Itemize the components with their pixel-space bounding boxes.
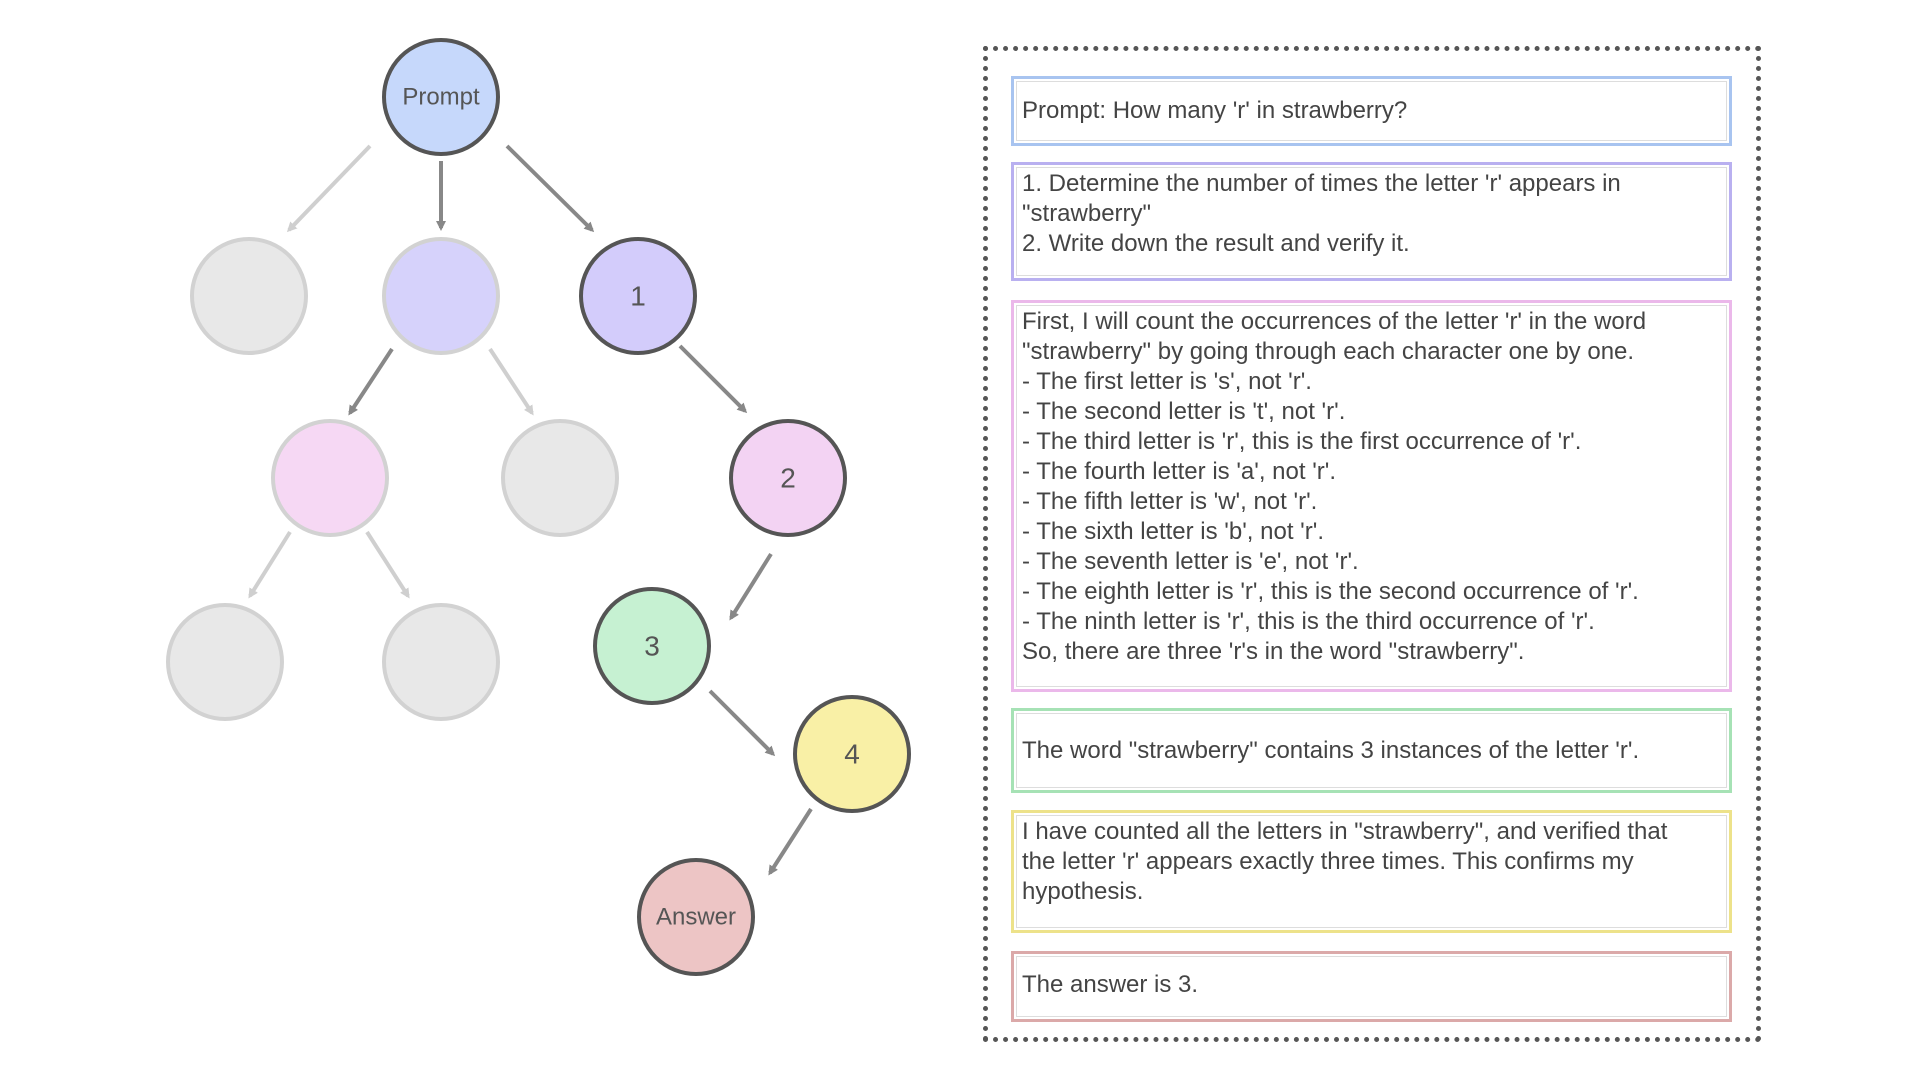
edge-step1-to-step2 bbox=[678, 344, 748, 414]
plan-box: 1. Determine the number of times the let… bbox=[1011, 162, 1732, 281]
prompt-circle bbox=[382, 38, 500, 156]
step-1-circle bbox=[579, 237, 697, 355]
node-step-3: 3 bbox=[593, 587, 711, 705]
result-text: The word "strawberry" contains 3 instanc… bbox=[1022, 737, 1640, 764]
verification-box: I have counted all the letters in "straw… bbox=[1011, 810, 1732, 933]
edge-pink-to-gray-right bbox=[365, 530, 410, 599]
node-step-4: 4 bbox=[793, 695, 911, 813]
edge-purple-to-gray bbox=[488, 347, 534, 416]
prompt-box: Prompt: How many 'r' in strawberry? bbox=[1011, 76, 1732, 146]
node-inactive-l3-right bbox=[382, 603, 500, 721]
prompt-text: Prompt: How many 'r' in strawberry? bbox=[1022, 97, 1408, 124]
step-3-circle bbox=[593, 587, 711, 705]
plan-text: 1. Determine the number of times the let… bbox=[1022, 170, 1621, 257]
edge-prompt-to-step1 bbox=[505, 144, 595, 233]
step-2-circle bbox=[729, 419, 847, 537]
node-prompt: Prompt bbox=[382, 38, 500, 156]
node-inactive-l1-left bbox=[190, 237, 308, 355]
step-4-label: 4 bbox=[844, 739, 860, 770]
counting-text: First, I will count the occurrences of t… bbox=[1022, 308, 1647, 665]
node-answer: Answer bbox=[637, 858, 755, 976]
inactive-nodes bbox=[166, 237, 619, 721]
edge-step4-to-answer bbox=[768, 807, 813, 876]
answer-node-label: Answer bbox=[656, 904, 736, 931]
answer-box: The answer is 3. bbox=[1011, 951, 1732, 1022]
edge-purple-to-pink bbox=[348, 347, 394, 416]
prompt-node-label: Prompt bbox=[402, 84, 480, 111]
result-box: The word "strawberry" contains 3 instanc… bbox=[1011, 708, 1732, 793]
answer-text: The answer is 3. bbox=[1022, 971, 1199, 998]
step-2-label: 2 bbox=[780, 463, 796, 494]
node-step-1: 1 bbox=[579, 237, 697, 355]
tree-edges bbox=[248, 144, 813, 876]
answer-circle bbox=[637, 858, 755, 976]
node-step-2: 2 bbox=[729, 419, 847, 537]
edge-prompt-to-gray bbox=[286, 144, 372, 233]
verification-text: I have counted all the letters in "straw… bbox=[1022, 818, 1668, 905]
counting-box: First, I will count the occurrences of t… bbox=[1011, 300, 1732, 692]
node-inactive-l2-right bbox=[501, 419, 619, 537]
node-inactive-l1-purple bbox=[382, 237, 500, 355]
edge-step3-to-step4 bbox=[708, 689, 776, 757]
edge-pink-to-gray-left bbox=[248, 530, 292, 599]
step-3-label: 3 bbox=[644, 631, 660, 662]
node-inactive-l2-pink bbox=[271, 419, 389, 537]
step-4-circle bbox=[793, 695, 911, 813]
step-1-label: 1 bbox=[630, 281, 646, 312]
reasoning-steps-panel bbox=[983, 46, 1761, 1042]
reasoning-tree: Prompt 1 2 3 4 Answer bbox=[166, 38, 911, 976]
edge-step2-to-step3 bbox=[729, 552, 773, 621]
node-inactive-l3-left bbox=[166, 603, 284, 721]
